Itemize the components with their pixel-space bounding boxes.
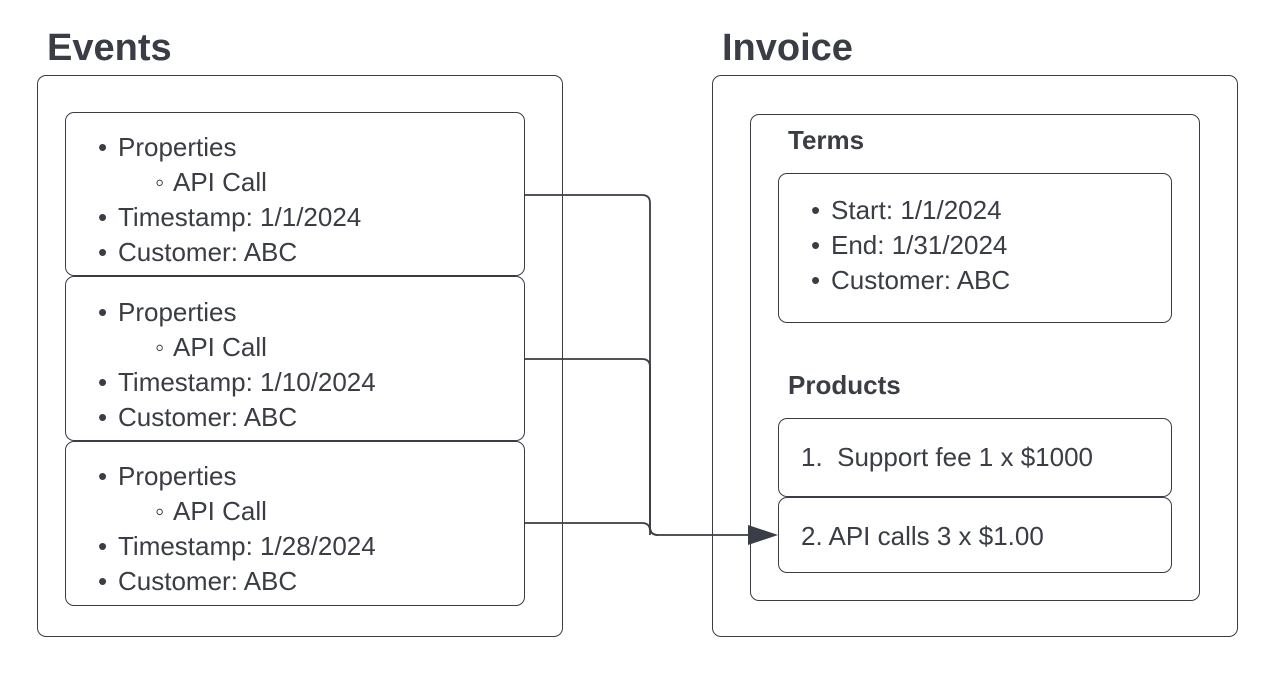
event-timestamp-line: •Timestamp: 1/1/2024 xyxy=(98,200,524,235)
event-timestamp-line: •Timestamp: 1/28/2024 xyxy=(98,529,524,564)
terms-end-line: •End: 1/31/2024 xyxy=(811,228,1171,263)
bullet-icon: • xyxy=(98,461,108,491)
bullet-icon: • xyxy=(98,566,108,596)
connector-event-1 xyxy=(525,194,752,536)
events-title: Events xyxy=(47,27,172,69)
event-customer-line: •Customer: ABC xyxy=(98,400,524,435)
bullet-icon: • xyxy=(811,230,821,260)
event-property-value-line: ◦API Call xyxy=(98,165,524,200)
event-customer-line: •Customer: ABC xyxy=(98,235,524,270)
bullet-icon: • xyxy=(811,265,821,295)
bullet-icon: • xyxy=(98,202,108,232)
sub-bullet-icon: ◦ xyxy=(155,332,165,362)
event-property-line: •Properties xyxy=(98,295,524,330)
connector-event-2 xyxy=(525,358,659,536)
bullet-icon: • xyxy=(98,297,108,327)
bullet-icon: • xyxy=(98,237,108,267)
event-card-2[interactable]: •Properties ◦API Call •Timestamp: 1/10/2… xyxy=(65,276,525,441)
invoice-title: Invoice xyxy=(722,27,853,69)
event-property-line: •Properties xyxy=(98,130,524,165)
event-card-1[interactable]: •Properties ◦API Call •Timestamp: 1/1/20… xyxy=(65,112,525,276)
event-timestamp-line: •Timestamp: 1/10/2024 xyxy=(98,365,524,400)
sub-bullet-icon: ◦ xyxy=(155,167,165,197)
bullet-icon: • xyxy=(811,195,821,225)
product-item-support-fee[interactable]: 1. Support fee 1 x $1000 xyxy=(778,418,1172,497)
bullet-icon: • xyxy=(98,531,108,561)
arrowhead-icon xyxy=(748,525,778,545)
product-line: 1. Support fee 1 x $1000 xyxy=(801,442,1093,472)
connector-event-3 xyxy=(525,522,651,535)
product-item-api-calls[interactable]: 2. API calls 3 x $1.00 xyxy=(778,497,1172,573)
sub-bullet-icon: ◦ xyxy=(155,496,165,526)
event-property-value-line: ◦API Call xyxy=(98,494,524,529)
bullet-icon: • xyxy=(98,402,108,432)
products-heading: Products xyxy=(788,370,901,400)
terms-customer-line: •Customer: ABC xyxy=(811,263,1171,298)
event-property-line: •Properties xyxy=(98,459,524,494)
bullet-icon: • xyxy=(98,367,108,397)
bullet-icon: • xyxy=(98,132,108,162)
product-line: 2. API calls 3 x $1.00 xyxy=(801,521,1044,551)
terms-heading: Terms xyxy=(788,125,865,155)
event-customer-line: •Customer: ABC xyxy=(98,564,524,599)
terms-start-line: •Start: 1/1/2024 xyxy=(811,193,1171,228)
event-card-3[interactable]: •Properties ◦API Call •Timestamp: 1/28/2… xyxy=(65,441,525,606)
terms-card[interactable]: •Start: 1/1/2024 •End: 1/31/2024 •Custom… xyxy=(778,173,1172,323)
event-property-value-line: ◦API Call xyxy=(98,330,524,365)
